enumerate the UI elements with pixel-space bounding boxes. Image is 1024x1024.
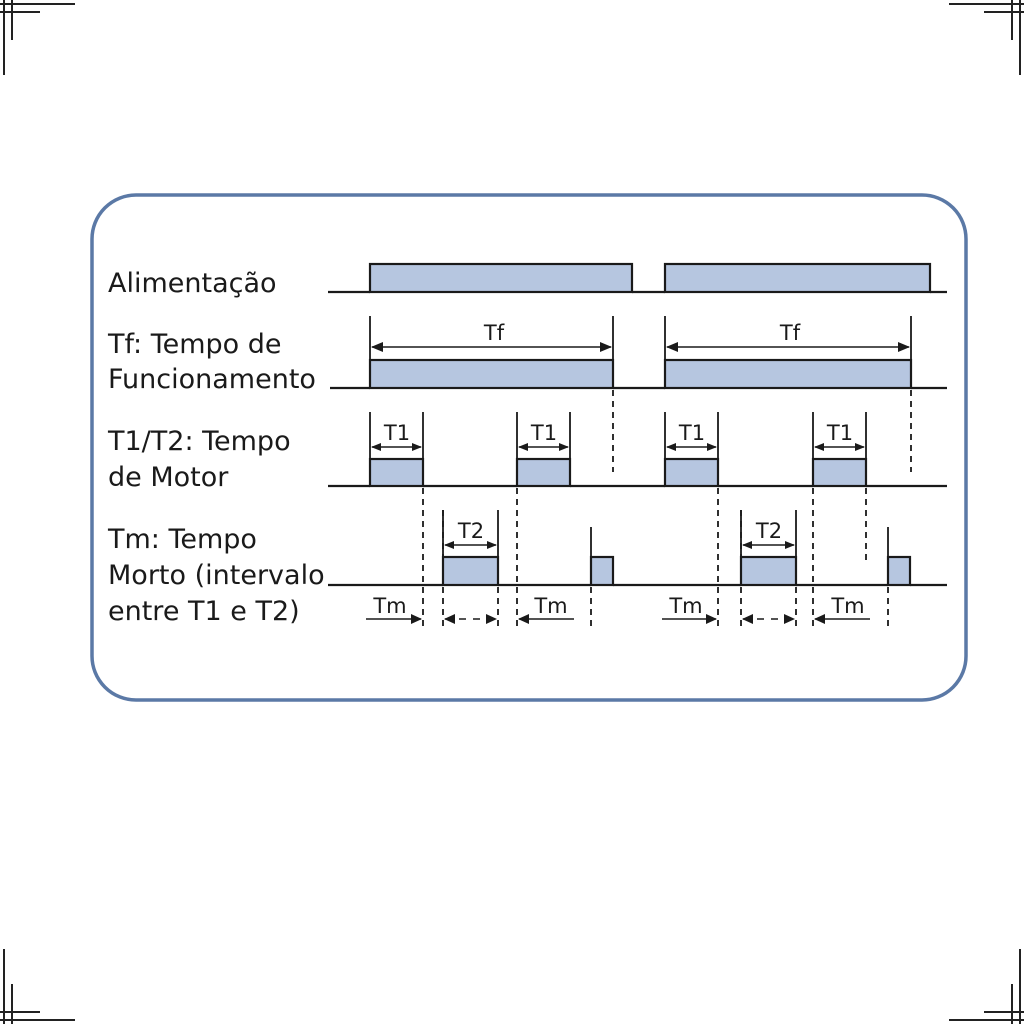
waveform-t1t2: T1 T1 T1 T1 <box>328 412 947 488</box>
power-pulse <box>368 262 634 294</box>
t1-dimension-label: T1 <box>678 421 705 445</box>
tf-dimension-label: Tf <box>483 321 505 345</box>
tm-dimension-label: Tm <box>372 594 406 618</box>
label-tf-line1: Tf: Tempo de <box>107 329 282 360</box>
tf-dimension-label: Tf <box>779 321 801 345</box>
crop-mark-top-right <box>949 0 1024 75</box>
t1-dimension-label: T1 <box>383 421 410 445</box>
t1-dimension-label: T1 <box>530 421 557 445</box>
t2-pulse <box>441 555 500 587</box>
t1-dimension-label: T1 <box>826 421 853 445</box>
label-tm-line3: entre T1 e T2) <box>108 596 300 627</box>
t1-pulse <box>515 457 572 488</box>
tm-dimension-label: Tm <box>830 594 864 618</box>
label-t1t2-line2: de Motor <box>108 462 229 493</box>
t2-dimension-label: T2 <box>755 519 782 543</box>
tm-dimension-label: Tm <box>533 594 567 618</box>
label-alimentacao: Alimentação <box>108 268 277 299</box>
t2-dimension-label: T2 <box>457 519 484 543</box>
t2-pulse <box>739 555 798 587</box>
crop-mark-top-left <box>0 0 75 75</box>
restart-pulse <box>886 555 912 587</box>
label-tm-line2: Morto (intervalo <box>108 560 325 591</box>
restart-pulse <box>589 555 615 587</box>
power-pulse <box>663 262 932 294</box>
tm-dimension-label: Tm <box>668 594 702 618</box>
waveform-tf: Tf Tf <box>330 316 947 472</box>
label-tf-line2: Funcionamento <box>108 364 316 395</box>
label-t1t2-line1: T1/T2: Tempo <box>107 426 291 457</box>
t1-pulse <box>368 457 425 488</box>
crop-mark-bottom-right <box>949 949 1024 1024</box>
waveform-tm: T2 T2 Tm Tm Tm Tm <box>328 488 947 630</box>
tf-pulse <box>663 358 913 390</box>
crop-mark-bottom-left <box>0 949 75 1024</box>
waveform-alimentacao <box>328 262 947 294</box>
label-tm-line1: Tm: Tempo <box>107 524 257 555</box>
tf-pulse <box>368 358 615 390</box>
t1-pulse <box>663 457 720 488</box>
t1-pulse <box>811 457 868 488</box>
